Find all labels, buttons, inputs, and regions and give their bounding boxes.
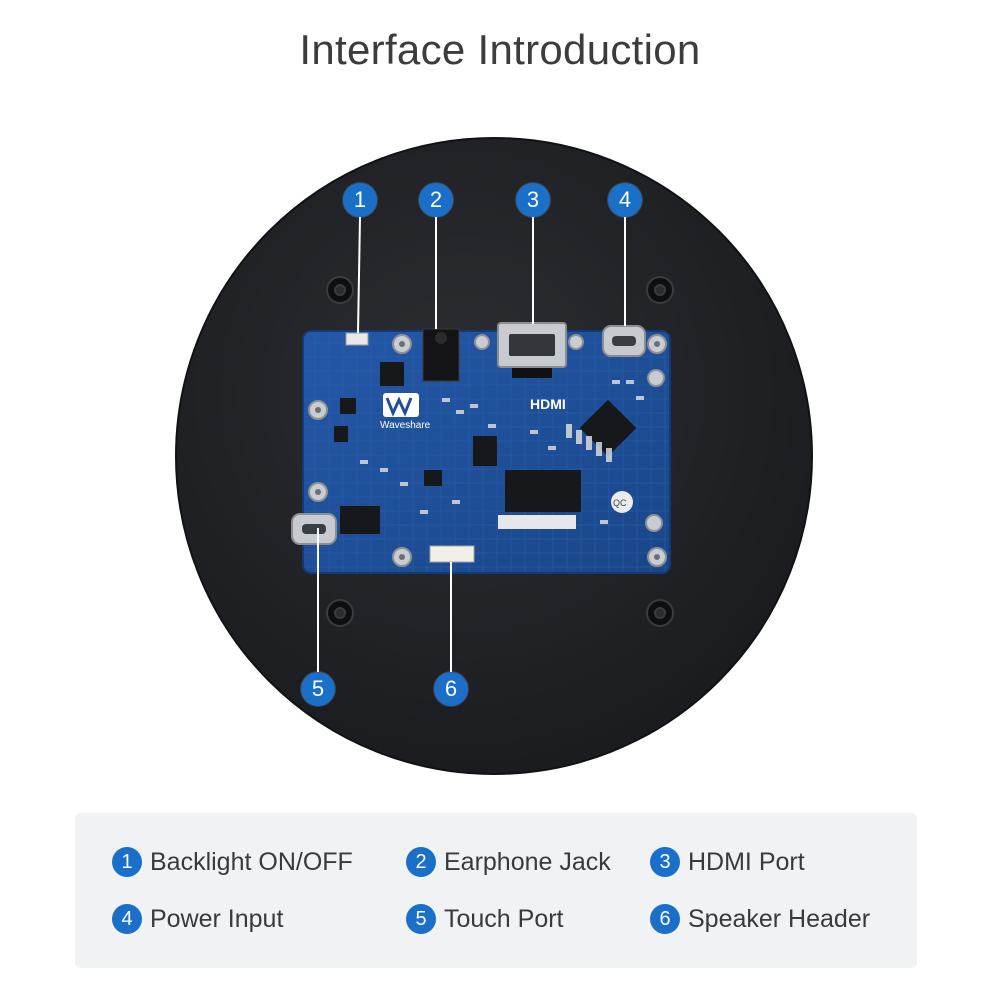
legend-label: Earphone Jack bbox=[444, 847, 611, 876]
page-title: Interface Introduction bbox=[299, 26, 701, 73]
legend-label: Power Input bbox=[150, 904, 284, 933]
product-illustration: Waveshare HDMI QC bbox=[175, 137, 813, 775]
legend-number: 5 bbox=[406, 904, 436, 934]
callout-badge-5: 5 bbox=[301, 672, 335, 706]
brand-silkscreen: Waveshare bbox=[380, 420, 431, 431]
legend-item-power: 4 Power Input bbox=[112, 902, 283, 936]
legend-label: Speaker Header bbox=[688, 904, 871, 933]
callout-badge-4: 4 bbox=[608, 183, 642, 217]
callout-lines bbox=[317, 216, 626, 672]
callout-badge-1: 1 bbox=[343, 183, 377, 217]
callout-badge-6: 6 bbox=[434, 672, 468, 706]
legend-label: Backlight ON/OFF bbox=[150, 847, 353, 876]
legend-item-backlight: 1 Backlight ON/OFF bbox=[112, 845, 353, 879]
legend-item-touch: 5 Touch Port bbox=[406, 902, 564, 936]
legend-item-speaker: 6 Speaker Header bbox=[650, 902, 870, 936]
legend-number: 4 bbox=[112, 904, 142, 934]
callout-badge-2: 2 bbox=[419, 183, 453, 217]
callout-badge-3: 3 bbox=[516, 183, 550, 217]
hdmi-silkscreen: HDMI bbox=[530, 396, 566, 412]
legend-number: 2 bbox=[406, 847, 436, 877]
legend-label: HDMI Port bbox=[688, 847, 805, 876]
qc-sticker: QC bbox=[613, 498, 627, 508]
legend-number: 6 bbox=[650, 904, 680, 934]
legend-number: 3 bbox=[650, 847, 680, 877]
legend-number: 1 bbox=[112, 847, 142, 877]
mounting-screws bbox=[326, 276, 674, 627]
interface-legend: 1 Backlight ON/OFF 2 Earphone Jack 3 HDM… bbox=[75, 813, 917, 968]
driver-board: Waveshare HDMI QC bbox=[291, 322, 671, 574]
legend-item-earphone: 2 Earphone Jack bbox=[406, 845, 611, 879]
legend-label: Touch Port bbox=[444, 904, 564, 933]
legend-item-hdmi: 3 HDMI Port bbox=[650, 845, 805, 879]
